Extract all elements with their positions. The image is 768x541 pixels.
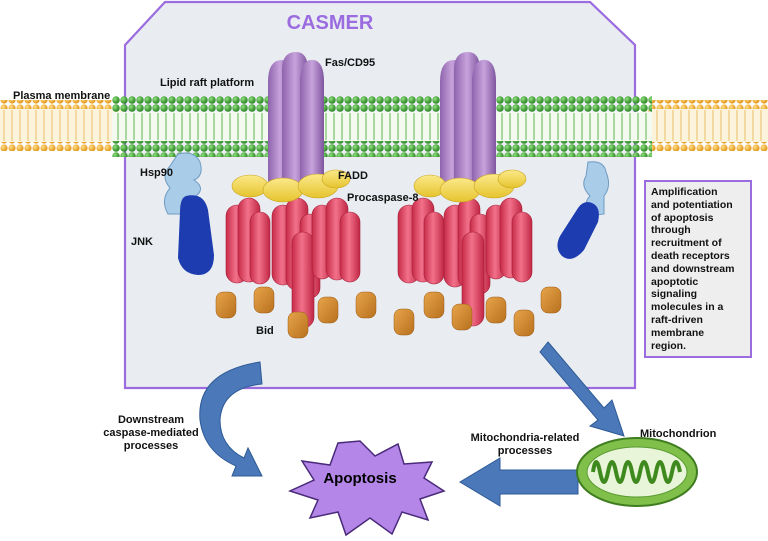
fas-cd95-label: Fas/CD95 bbox=[325, 57, 376, 69]
procaspase-8-left bbox=[225, 197, 361, 329]
casmer-title: CASMER bbox=[286, 12, 374, 34]
downstream-arrow bbox=[199, 361, 263, 477]
jnk-label: JNK bbox=[131, 236, 154, 248]
plasma-membrane bbox=[0, 100, 768, 151]
fas-receptor-right bbox=[440, 52, 496, 185]
mito-related-arrow bbox=[459, 457, 579, 507]
mitochondrion-arrow bbox=[539, 341, 625, 437]
hsp90-label: Hsp90 bbox=[140, 167, 174, 179]
fas-receptor-left bbox=[268, 52, 324, 185]
lipid-raft-platform bbox=[112, 96, 652, 157]
fadd-label: FADD bbox=[338, 170, 368, 182]
lipid-raft-label: Lipid raft platform bbox=[160, 77, 255, 89]
apoptosis-label: Apoptosis bbox=[323, 470, 397, 487]
fadd-left bbox=[231, 169, 351, 203]
bid-proteins bbox=[215, 286, 562, 339]
mitochondria-related-label: Mitochondria-related processes bbox=[470, 432, 580, 458]
fadd-right bbox=[413, 169, 527, 203]
jnk-right bbox=[557, 202, 599, 259]
bid-label: Bid bbox=[256, 325, 274, 337]
downstream-processes-label: Downstream caspase-mediated processes bbox=[103, 414, 199, 453]
mitochondrion-label: Mitochondrion bbox=[640, 428, 717, 440]
procaspase-8-right bbox=[397, 197, 533, 327]
jnk-left bbox=[178, 195, 214, 275]
apoptosis-burst bbox=[287, 440, 446, 537]
mitochondrion bbox=[576, 437, 698, 507]
plasma-membrane-label: Plasma membrane bbox=[13, 90, 111, 102]
amplification-note: Amplification and potentiation of apopto… bbox=[644, 180, 752, 358]
procaspase-8-label: Procaspase-8 bbox=[347, 192, 419, 204]
